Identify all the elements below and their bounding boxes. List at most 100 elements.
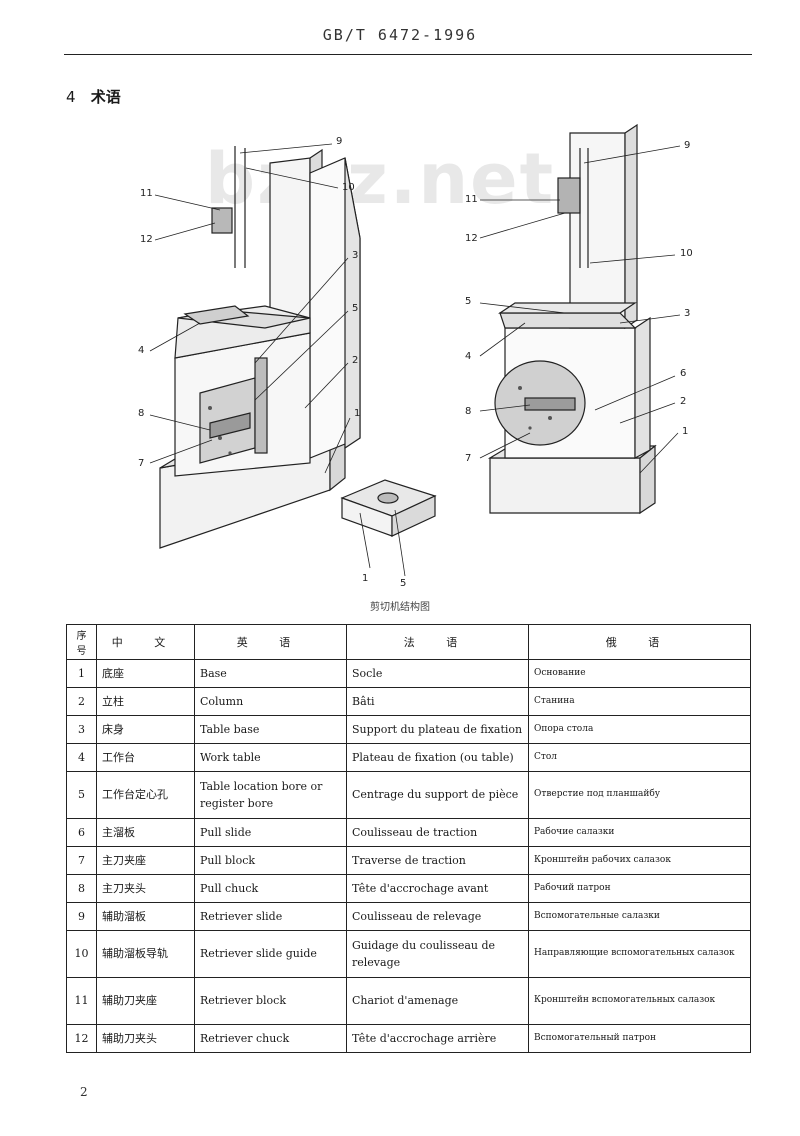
callout-left-8: 8 — [138, 408, 145, 419]
callout-left-12: 12 — [140, 234, 153, 245]
callout-left-2: 2 — [352, 355, 359, 366]
cell-english: Column — [194, 687, 347, 716]
cell-chinese: 工作台 — [96, 743, 195, 772]
cell-english: Pull slide — [194, 818, 347, 847]
callout-left-7: 7 — [138, 458, 145, 469]
cell-chinese: 辅助溜板 — [96, 902, 195, 931]
cell-chinese: 辅助刀夹头 — [96, 1024, 195, 1053]
cell-number: 9 — [66, 902, 97, 931]
broaching-machine-figure: 9 10 11 12 3 5 2 4 8 7 1 1 5 9 11 12 10 … — [60, 118, 750, 608]
cell-russian: Кронштейн рабочих салазок — [528, 846, 751, 875]
callout-left-4: 4 — [138, 345, 145, 356]
right-leaders — [479, 145, 681, 474]
cell-number: 1 — [66, 659, 97, 688]
callout-left-10: 10 — [342, 182, 355, 193]
header-rule — [64, 54, 752, 55]
callout-detail-1: 1 — [362, 573, 369, 584]
table-row: 2 立柱 Column Bâti Станина — [66, 687, 751, 716]
cell-french: Centrage du support de pièce — [346, 771, 529, 819]
cell-english: Table base — [194, 715, 347, 744]
table-header-row: 序号 中 文 英 语 法 语 俄 语 — [66, 624, 751, 660]
left-leaders — [149, 143, 351, 474]
cell-french: Support du plateau de fixation — [346, 715, 529, 744]
cell-french: Coulisseau de relevage — [346, 902, 529, 931]
cell-number: 2 — [66, 687, 97, 716]
cell-russian: Основание — [528, 659, 751, 688]
table-row: 7 主刀夹座 Pull block Traverse de traction К… — [66, 846, 751, 875]
cell-number: 10 — [66, 930, 97, 978]
cell-english: Retriever chuck — [194, 1024, 347, 1053]
callout-right-6: 6 — [680, 368, 687, 379]
left-machine-drawing — [159, 146, 361, 549]
cell-number: 3 — [66, 715, 97, 744]
cell-chinese: 辅助刀夹座 — [96, 977, 195, 1025]
detail-workpiece-drawing — [340, 479, 437, 577]
table-row: 1 底座 Base Socle Основание — [66, 659, 751, 688]
cell-english: Retriever slide — [194, 902, 347, 931]
callout-right-5: 5 — [465, 296, 472, 307]
header-number: 序号 — [66, 624, 97, 660]
cell-chinese: 底座 — [96, 659, 195, 688]
cell-number: 4 — [66, 743, 97, 772]
cell-number: 5 — [66, 771, 97, 819]
cell-number: 8 — [66, 874, 97, 903]
cell-english: Work table — [194, 743, 347, 772]
table-row: 4 工作台 Work table Plateau de fixation (ou… — [66, 743, 751, 772]
right-machine-drawing — [487, 123, 657, 515]
cell-russian: Кронштейн вспомогательных салазок — [528, 977, 751, 1025]
callout-right-3: 3 — [684, 308, 691, 319]
table-row: 9 辅助溜板 Retriever slide Coulisseau de rel… — [66, 902, 751, 931]
cell-chinese: 辅助溜板导轨 — [96, 930, 195, 978]
table-row: 5 工作台定心孔 Table location bore or register… — [66, 771, 751, 819]
callout-right-12: 12 — [465, 233, 478, 244]
cell-english: Pull chuck — [194, 874, 347, 903]
header-chinese: 中 文 — [96, 624, 195, 660]
section-heading: 4 术语 — [66, 86, 121, 107]
callout-left-3: 3 — [352, 250, 359, 261]
cell-french: Chariot d'amenage — [346, 977, 529, 1025]
header-russian: 俄 语 — [528, 624, 751, 660]
cell-french: Tête d'accrochage avant — [346, 874, 529, 903]
table-row: 12 辅助刀夹头 Retriever chuck Tête d'accrocha… — [66, 1024, 751, 1053]
cell-french: Plateau de fixation (ou table) — [346, 743, 529, 772]
callout-left-9: 9 — [336, 136, 343, 147]
cell-french: Bâti — [346, 687, 529, 716]
callout-detail-5: 5 — [400, 578, 407, 589]
table-row: 11 辅助刀夹座 Retriever block Chariot d'amena… — [66, 977, 751, 1025]
cell-english: Retriever block — [194, 977, 347, 1025]
cell-russian: Вспомогательный патрон — [528, 1024, 751, 1053]
table-row: 3 床身 Table base Support du plateau de fi… — [66, 715, 751, 744]
cell-french: Tête d'accrochage arrière — [346, 1024, 529, 1053]
cell-french: Guidage du coulisseau de relevage — [346, 930, 529, 978]
callout-left-1: 1 — [354, 408, 361, 419]
terminology-table: 序号 中 文 英 语 法 语 俄 语 1 底座 Base Socle Основ… — [66, 624, 751, 1053]
table-row: 10 辅助溜板导轨 Retriever slide guide Guidage … — [66, 930, 751, 978]
cell-russian: Рабочий патрон — [528, 874, 751, 903]
callout-right-1: 1 — [682, 426, 689, 437]
cell-russian: Рабочие салазки — [528, 818, 751, 847]
header-english: 英 语 — [194, 624, 347, 660]
cell-chinese: 主刀夹头 — [96, 874, 195, 903]
cell-russian: Вспомогательные салазки — [528, 902, 751, 931]
cell-number: 6 — [66, 818, 97, 847]
cell-chinese: 主刀夹座 — [96, 846, 195, 875]
cell-russian: Стол — [528, 743, 751, 772]
figure-caption: 剪切机结构图 — [370, 602, 430, 613]
cell-russian: Направляющие вспомогательных салазок — [528, 930, 751, 978]
cell-chinese: 床身 — [96, 715, 195, 744]
callout-right-10: 10 — [680, 248, 693, 259]
header-french: 法 语 — [346, 624, 529, 660]
callout-left-5: 5 — [352, 303, 359, 314]
table-row: 8 主刀夹头 Pull chuck Tête d'accrochage avan… — [66, 874, 751, 903]
cell-chinese: 工作台定心孔 — [96, 771, 195, 819]
callout-right-7: 7 — [465, 453, 472, 464]
callout-left-11: 11 — [140, 188, 153, 199]
standard-code-header: GB/T 6472-1996 — [322, 26, 478, 44]
callout-right-2: 2 — [680, 396, 687, 407]
cell-russian: Отверстие под планшайбу — [528, 771, 751, 819]
cell-number: 11 — [66, 977, 97, 1025]
watermark: bzxz.net — [205, 138, 556, 220]
cell-french: Traverse de traction — [346, 846, 529, 875]
cell-russian: Станина — [528, 687, 751, 716]
cell-french: Coulisseau de traction — [346, 818, 529, 847]
